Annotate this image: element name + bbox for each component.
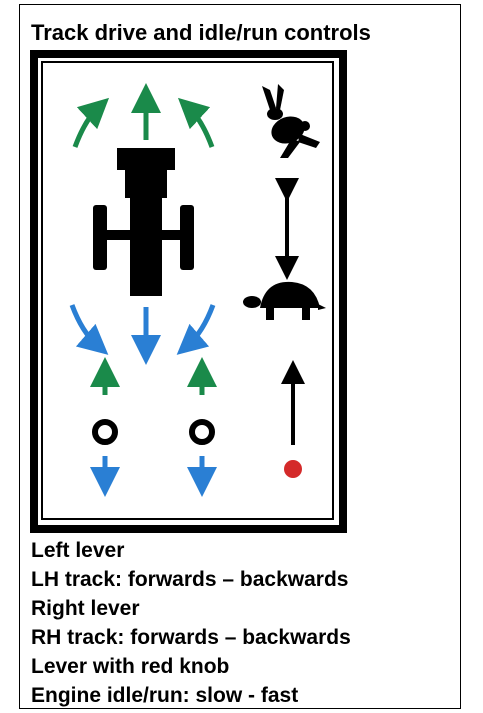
- backward-left-arrow: [69, 304, 109, 355]
- forward-left-arrow: [72, 97, 110, 148]
- left-lever-ring: [92, 419, 118, 445]
- backward-arrows: [69, 304, 216, 365]
- backward-right-arrow: [176, 304, 216, 355]
- content-frame: [19, 4, 461, 709]
- lever-backward-arrows: [90, 456, 217, 497]
- tracked-vehicle-icon: [93, 148, 194, 296]
- legend-left-lever: Left lever: [31, 539, 125, 562]
- legend: Left lever LH track: forwards – backward…: [31, 536, 351, 710]
- forward-right-arrow: [177, 97, 215, 148]
- rabbit-icon: [262, 84, 320, 158]
- red-knob: [284, 460, 302, 478]
- page-title: Track drive and idle/run controls: [31, 20, 371, 45]
- legend-right-lever: Right lever: [31, 597, 140, 620]
- legend-rh-track: RH track: forwards – backwards: [31, 626, 351, 649]
- forward-arrows: [72, 83, 215, 148]
- red-knob-lever: [281, 360, 305, 478]
- legend-engine-idle-run: Engine idle/run: slow - fast: [31, 684, 299, 707]
- control-decal: [30, 50, 347, 533]
- decal-inner-border: [41, 61, 334, 520]
- legend-red-knob-lever: Lever with red knob: [31, 655, 230, 678]
- decal-graphics: [69, 83, 326, 497]
- right-lever-ring: [189, 419, 215, 445]
- legend-lh-track: LH track: forwards – backwards: [31, 568, 349, 591]
- turtle-icon: [243, 281, 326, 320]
- lever-forward-arrows: [90, 357, 217, 395]
